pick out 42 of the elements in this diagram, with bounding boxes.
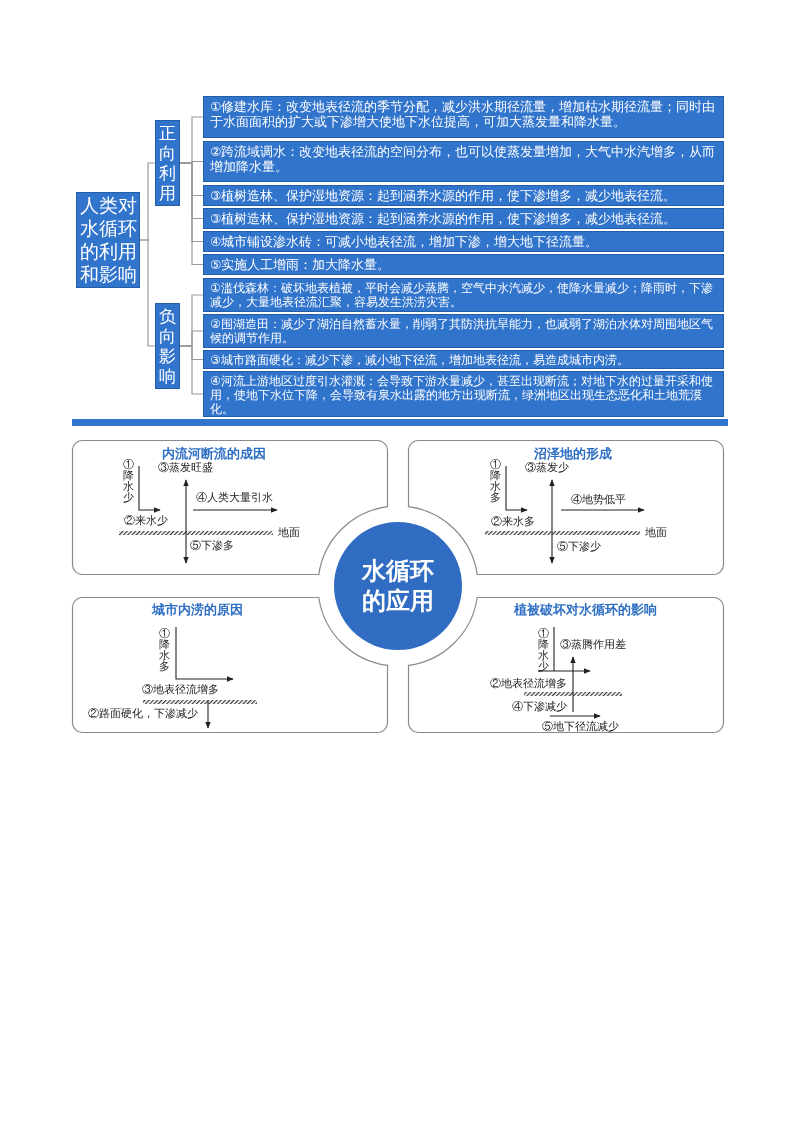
text-box: ③植树造林、保护湿地资源：起到涵养水源的作用，使下渗增多，减少地表径流。 bbox=[203, 185, 724, 206]
text-box: ⑤实施人工增雨：加大降水量。 bbox=[203, 254, 724, 275]
diagram-label: ③地表径流增多 bbox=[142, 683, 219, 695]
category-box: 负向影响 bbox=[155, 303, 180, 389]
diagram-label: ①降水少 bbox=[538, 628, 549, 672]
text-box: ③城市路面硬化：减少下渗，减小地下径流，增加地表径流，易造成城市内涝。 bbox=[203, 350, 724, 369]
text-box: ①滥伐森林：破坏地表植被，平时会减少蒸腾，空气中水汽减少，使降水量减少；降雨时，下渗减少，大量地表径流汇聚，容易发生洪涝灾害。 bbox=[203, 278, 724, 312]
panel-title: 沼泽地的形成 bbox=[534, 445, 612, 462]
category-box: 正向利用 bbox=[155, 120, 180, 206]
diagram-label: ④地势低平 bbox=[571, 493, 626, 505]
diagram-label: ③蒸发少 bbox=[525, 461, 569, 473]
text-box: ②围湖造田：减少了湖泊自然蓄水量，削弱了其防洪抗旱能力，也减弱了湖泊水体对周围地区气候的调节作用。 bbox=[203, 314, 724, 348]
diagram-label: ④人类大量引水 bbox=[196, 491, 273, 503]
diagram-label: ④下渗减少 bbox=[512, 700, 567, 712]
connector-line bbox=[179, 162, 204, 266]
panel-title: 城市内涝的原因 bbox=[151, 601, 243, 619]
center-circle bbox=[334, 522, 462, 650]
center-title: 水循环的应用 bbox=[360, 556, 435, 616]
text-box: ④城市铺设渗水砖：可减小地表径流，增加下渗，增大地下径流量。 bbox=[203, 231, 724, 252]
panel-title: 内流河断流的成因 bbox=[162, 445, 266, 462]
diagram-label: ②来水多 bbox=[491, 515, 535, 527]
connector-line bbox=[139, 239, 156, 347]
diagram-label: ⑤下渗少 bbox=[557, 540, 601, 552]
text-box: ②跨流域调水：改变地表径流的空间分布，也可以使蒸发量增加，大气中水汽增多，从而增加降水量。 bbox=[203, 141, 724, 182]
diagram-label: ①降水多 bbox=[159, 628, 170, 672]
connector-line bbox=[179, 345, 204, 395]
diagram-label: 地面 bbox=[645, 526, 667, 538]
panel-title: 植被破坏对水循环的影响 bbox=[513, 601, 657, 619]
diagram-label: ①降水多 bbox=[490, 459, 501, 503]
diagram-label: ②地表径流增多 bbox=[490, 677, 567, 689]
diagram-label: ③蒸发旺盛 bbox=[158, 461, 213, 473]
text-box: ③植树造林、保护湿地资源：起到涵养水源的作用，使下渗增多，减少地表径流。 bbox=[203, 208, 724, 229]
diagram-label: ③蒸腾作用差 bbox=[560, 638, 626, 650]
diagram-label: 地面 bbox=[278, 526, 300, 538]
diagram-label: ⑤地下径流减少 bbox=[542, 720, 619, 732]
diagram-label: ⑤下渗多 bbox=[190, 539, 234, 551]
text-box: ④河流上游地区过度引水灌溉：会导致下游水量减少，甚至出现断流；对地下水的过量开采和使用，使地下水位下降，会导致有泉水出露的地方出现断流，绿洲地区出现生态恶化和土地荒漠化。 bbox=[203, 371, 724, 417]
topic-box: 人类对水循环的利用和影响 bbox=[76, 192, 140, 288]
text-box: ①修建水库：改变地表径流的季节分配，减少洪水期径流量，增加枯水期径流量；同时由于水面面积的扩大或下渗增大使地下水位提高，可加大蒸发量和降水量。 bbox=[203, 96, 724, 138]
diagram-label: ①降水少 bbox=[123, 459, 134, 503]
diagram-label: ②来水少 bbox=[124, 514, 168, 526]
diagram-label: ②路面硬化，下渗减少 bbox=[88, 707, 198, 719]
